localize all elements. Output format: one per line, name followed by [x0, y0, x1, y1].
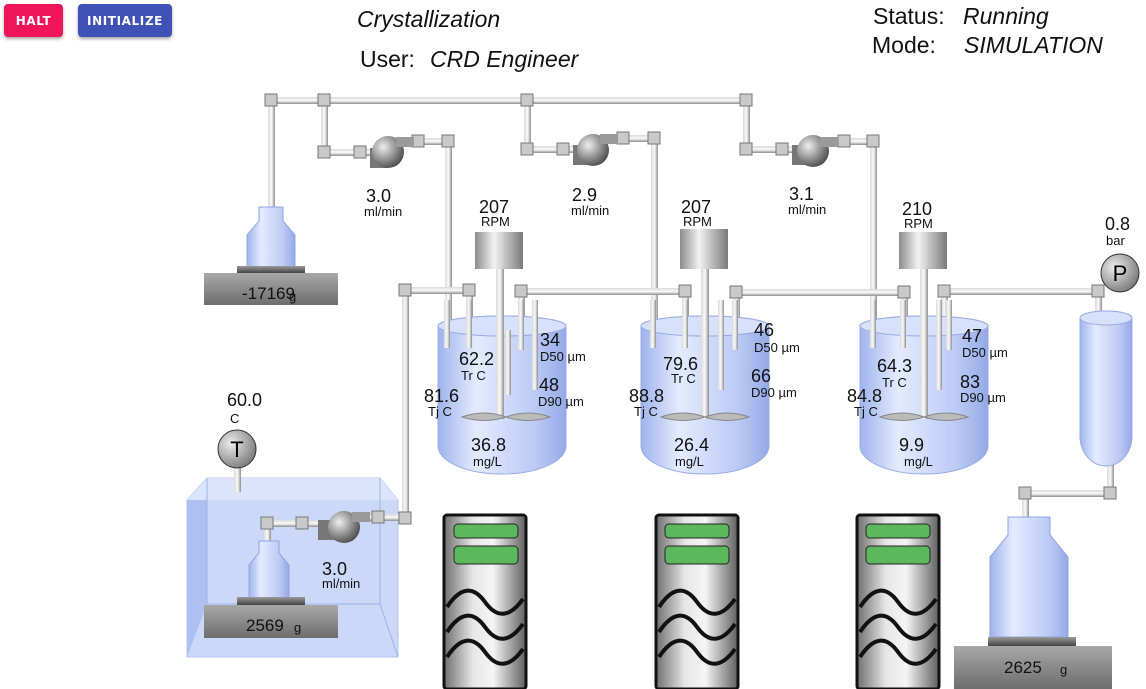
reactor-2-d90: 66 — [751, 366, 772, 386]
reactor-3-tj: 84.8 — [847, 386, 883, 406]
product-bottle-icon — [989, 516, 1069, 638]
reactor-3-tr-label: Tr C — [882, 375, 907, 390]
reactor-3-vessel-icon — [859, 232, 989, 475]
thermostat-icon-2 — [654, 513, 740, 689]
reactor-3-d50: 47 — [962, 326, 983, 346]
pump-3-unit: ml/min — [788, 202, 827, 217]
reactor-2-tj: 88.8 — [629, 386, 665, 406]
reactor-3-tj-label: Tj C — [854, 404, 878, 419]
reactor-1-d90: 48 — [539, 375, 560, 395]
reactor-2-rpm-unit: RPM — [683, 214, 712, 229]
reactor-3-d90-label: D90 µm — [960, 390, 1006, 405]
reactor-3-concentration: 9.9 — [899, 435, 925, 455]
reactor-2-concentration: 26.4 — [674, 435, 710, 455]
thermostat-icon-3 — [855, 513, 941, 689]
reactor-1-tr-label: Tr C — [461, 368, 486, 383]
reactor-3-rpm: 210 — [902, 199, 933, 219]
pump-1-value: 3.0 — [366, 186, 392, 206]
reactor-3-tr: 64.3 — [877, 356, 913, 376]
reactor-1-rpm-unit: RPM — [481, 214, 510, 229]
reactor-2-d50-label: D50 µm — [754, 340, 800, 355]
reactor-1-tj: 81.6 — [424, 386, 460, 406]
jacket-balance-value: 2569 — [246, 616, 284, 635]
reactor-2-tr: 79.6 — [663, 354, 699, 374]
status-label: Status: — [873, 3, 945, 29]
halt-button[interactable]: HALT — [4, 4, 63, 37]
reactor-2-concentration-unit: mg/L — [675, 454, 704, 469]
reactor-2-tj-label: Tj C — [634, 404, 658, 419]
feed-balance-value: -17169 — [242, 284, 295, 303]
feed-scale-icon — [204, 266, 338, 305]
initialize-button[interactable]: INITIALIZE — [78, 4, 172, 37]
mode-value: SIMULATION — [964, 32, 1103, 58]
reactor-1-d90-label: D90 µm — [538, 394, 584, 409]
pump-3-value: 3.1 — [789, 184, 815, 204]
reactor-1-concentration-unit: mg/L — [473, 454, 502, 469]
jacket-pump-value: 3.0 — [322, 559, 348, 579]
process-title: Crystallization — [357, 6, 501, 32]
feed-balance-unit: g — [289, 289, 297, 304]
jacket-balance-unit: g — [294, 620, 302, 635]
temperature-gauge-icon: T — [217, 429, 257, 469]
reactor-1-rpm: 207 — [479, 197, 510, 217]
jacket-pump-unit: ml/min — [322, 576, 361, 591]
reactor-1-tj-label: Tj C — [428, 404, 452, 419]
jacket-pump-icon — [318, 511, 370, 543]
user-name: CRD Engineer — [430, 46, 579, 72]
jacket-bath-scale-icon — [204, 597, 338, 638]
product-balance-value: 2625 — [1004, 658, 1042, 677]
reactor-3-d50-label: D50 µm — [962, 345, 1008, 360]
status-value: Running — [963, 3, 1049, 29]
pressure-gauge-symbol: P — [1113, 261, 1128, 286]
feed-pump-icon-1 — [370, 136, 414, 168]
pipe-joints — [260, 93, 1117, 530]
reactor-2-d50: 46 — [754, 320, 775, 340]
pressure-gauge-icon: P — [1100, 253, 1140, 293]
mode-label: Mode: — [872, 32, 936, 58]
pump-2-unit: ml/min — [571, 203, 610, 218]
filter-column-icon — [1079, 310, 1133, 467]
reactor-3-d90: 83 — [960, 372, 981, 392]
reactor-2-rpm: 207 — [681, 197, 712, 217]
pressure-value: 0.8 — [1105, 214, 1131, 234]
thermostat-icon-1 — [442, 513, 528, 689]
pump-2-value: 2.9 — [572, 185, 598, 205]
jacket-temperature-value: 60.0 — [227, 390, 263, 410]
jacket-temperature-unit: C — [230, 411, 240, 426]
feed-pump-icon-2 — [573, 134, 618, 166]
feed-vessel-icon — [246, 206, 296, 268]
product-balance-unit: g — [1060, 662, 1068, 677]
pressure-unit: bar — [1106, 233, 1125, 248]
pump-1-unit: ml/min — [364, 204, 403, 219]
reactor-1-concentration: 36.8 — [471, 435, 507, 455]
user-label: User: — [360, 46, 415, 72]
reactor-3-concentration-unit: mg/L — [904, 454, 933, 469]
reactor-2-tr-label: Tr C — [671, 371, 696, 386]
feed-pump-icon-3 — [792, 135, 838, 167]
reactor-3-rpm-unit: RPM — [904, 216, 933, 231]
reactor-1-d50: 34 — [540, 330, 561, 350]
reactor-1-d50-label: D50 µm — [540, 349, 586, 364]
reactor-probes — [444, 300, 952, 395]
product-scale-icon — [954, 637, 1112, 689]
reactor-1-tr: 62.2 — [459, 349, 495, 369]
temperature-gauge-symbol: T — [230, 437, 243, 462]
reactor-2-d90-label: D90 µm — [751, 385, 797, 400]
